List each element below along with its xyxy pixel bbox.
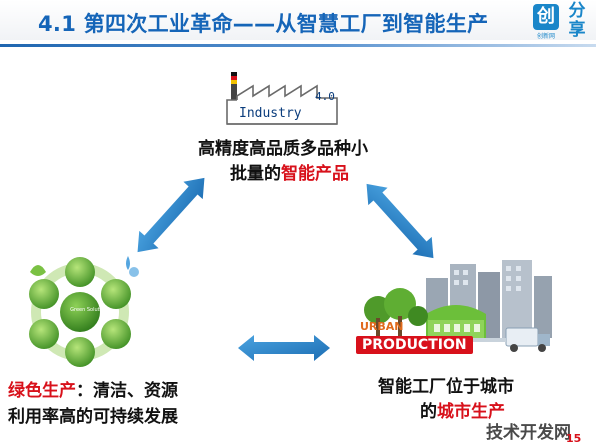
brand-logo: 创 分享 创新网 [531, 2, 593, 44]
right-node-line2: 的城市生产 [420, 397, 505, 422]
slide-title: 4.1 第四次工业革命——从智慧工厂到智能生产 [38, 12, 489, 36]
right-node-line1: 智能工厂位于城市 [378, 377, 514, 397]
left-node-line2: 利用率高的可持续发展 [8, 407, 178, 427]
green-cycle-icon [29, 256, 139, 367]
left-node-line1-plain: ：清洁、资源 [76, 381, 178, 401]
logo-word: 分享 [568, 1, 586, 40]
top-node-line2: 批量的智能产品 [230, 159, 349, 184]
industry-version: 4.0 [315, 90, 335, 103]
watermark: 技术开发网 [486, 423, 571, 443]
factory-outline-icon [226, 72, 338, 125]
urban-label: URBAN [360, 320, 404, 333]
left-node-highlight: 绿色生产 [8, 381, 76, 401]
left-node-line1: 绿色生产：清洁、资源 [8, 376, 178, 401]
top-node-highlight: 智能产品 [281, 164, 349, 184]
double-arrow-bottom [238, 335, 330, 361]
title-underline [0, 44, 596, 47]
production-banner: PRODUCTION [356, 336, 473, 354]
industry-4-icon: Industry 4.0 [223, 68, 343, 126]
logo-mark: 创 [533, 4, 559, 30]
top-node-line2-plain: 批量的 [230, 164, 281, 184]
double-arrow-top-right [366, 183, 434, 259]
green-cycle-center-label: Green Solutions [70, 307, 110, 313]
top-node-line1: 高精度高品质多品种小 [198, 139, 368, 159]
logo-subtext: 创新网 [536, 33, 555, 40]
slide-header [0, 0, 596, 40]
page-number: 15 [566, 432, 582, 445]
industry-label: Industry [239, 106, 302, 121]
right-node-highlight: 城市生产 [437, 402, 505, 422]
right-node-line2-plain: 的 [420, 402, 437, 422]
